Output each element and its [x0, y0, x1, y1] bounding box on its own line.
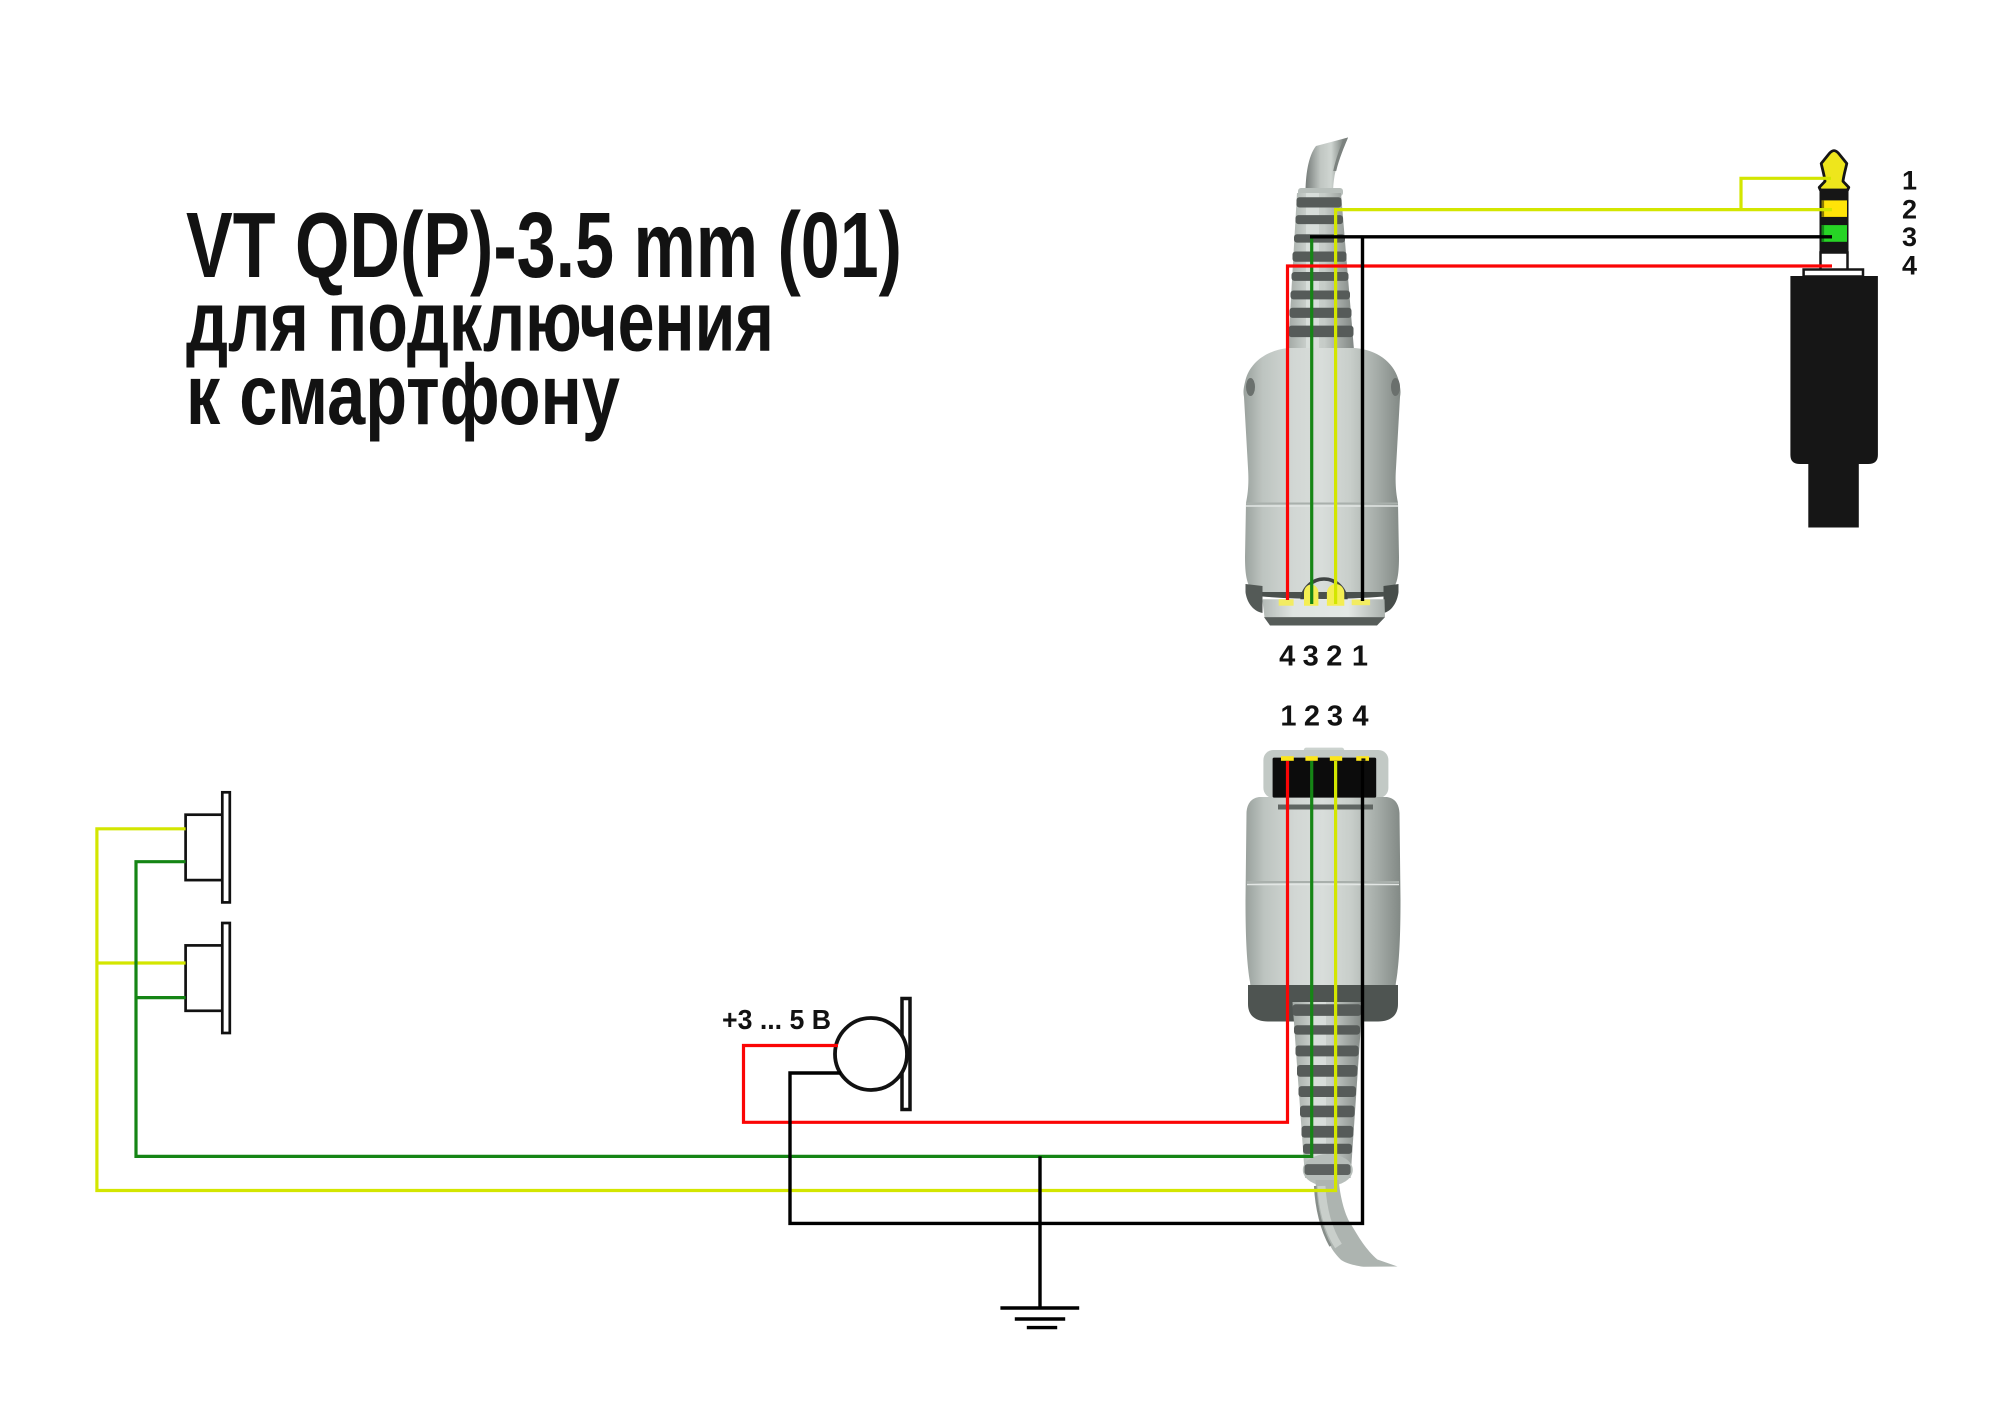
- svg-text:4: 4: [1352, 701, 1368, 733]
- svg-text:4: 4: [1902, 250, 1917, 280]
- svg-text:1: 1: [1902, 166, 1917, 196]
- svg-text:3: 3: [1902, 222, 1917, 252]
- svg-text:4: 4: [1279, 640, 1295, 672]
- svg-text:2: 2: [1304, 701, 1320, 733]
- svg-text:VT QD(P)-3.5 mm (01): VT QD(P)-3.5 mm (01): [186, 193, 902, 297]
- svg-text:3: 3: [1327, 701, 1343, 733]
- svg-text:+3 ... 5 В: +3 ... 5 В: [722, 1004, 831, 1035]
- svg-text:1: 1: [1352, 640, 1368, 672]
- svg-text:для подключения: для подключения: [186, 275, 774, 370]
- svg-text:1: 1: [1280, 701, 1296, 733]
- svg-text:3: 3: [1303, 640, 1319, 672]
- svg-text:2: 2: [1902, 195, 1917, 225]
- svg-text:2: 2: [1326, 640, 1342, 672]
- svg-text:к смартфону: к смартфону: [186, 348, 620, 443]
